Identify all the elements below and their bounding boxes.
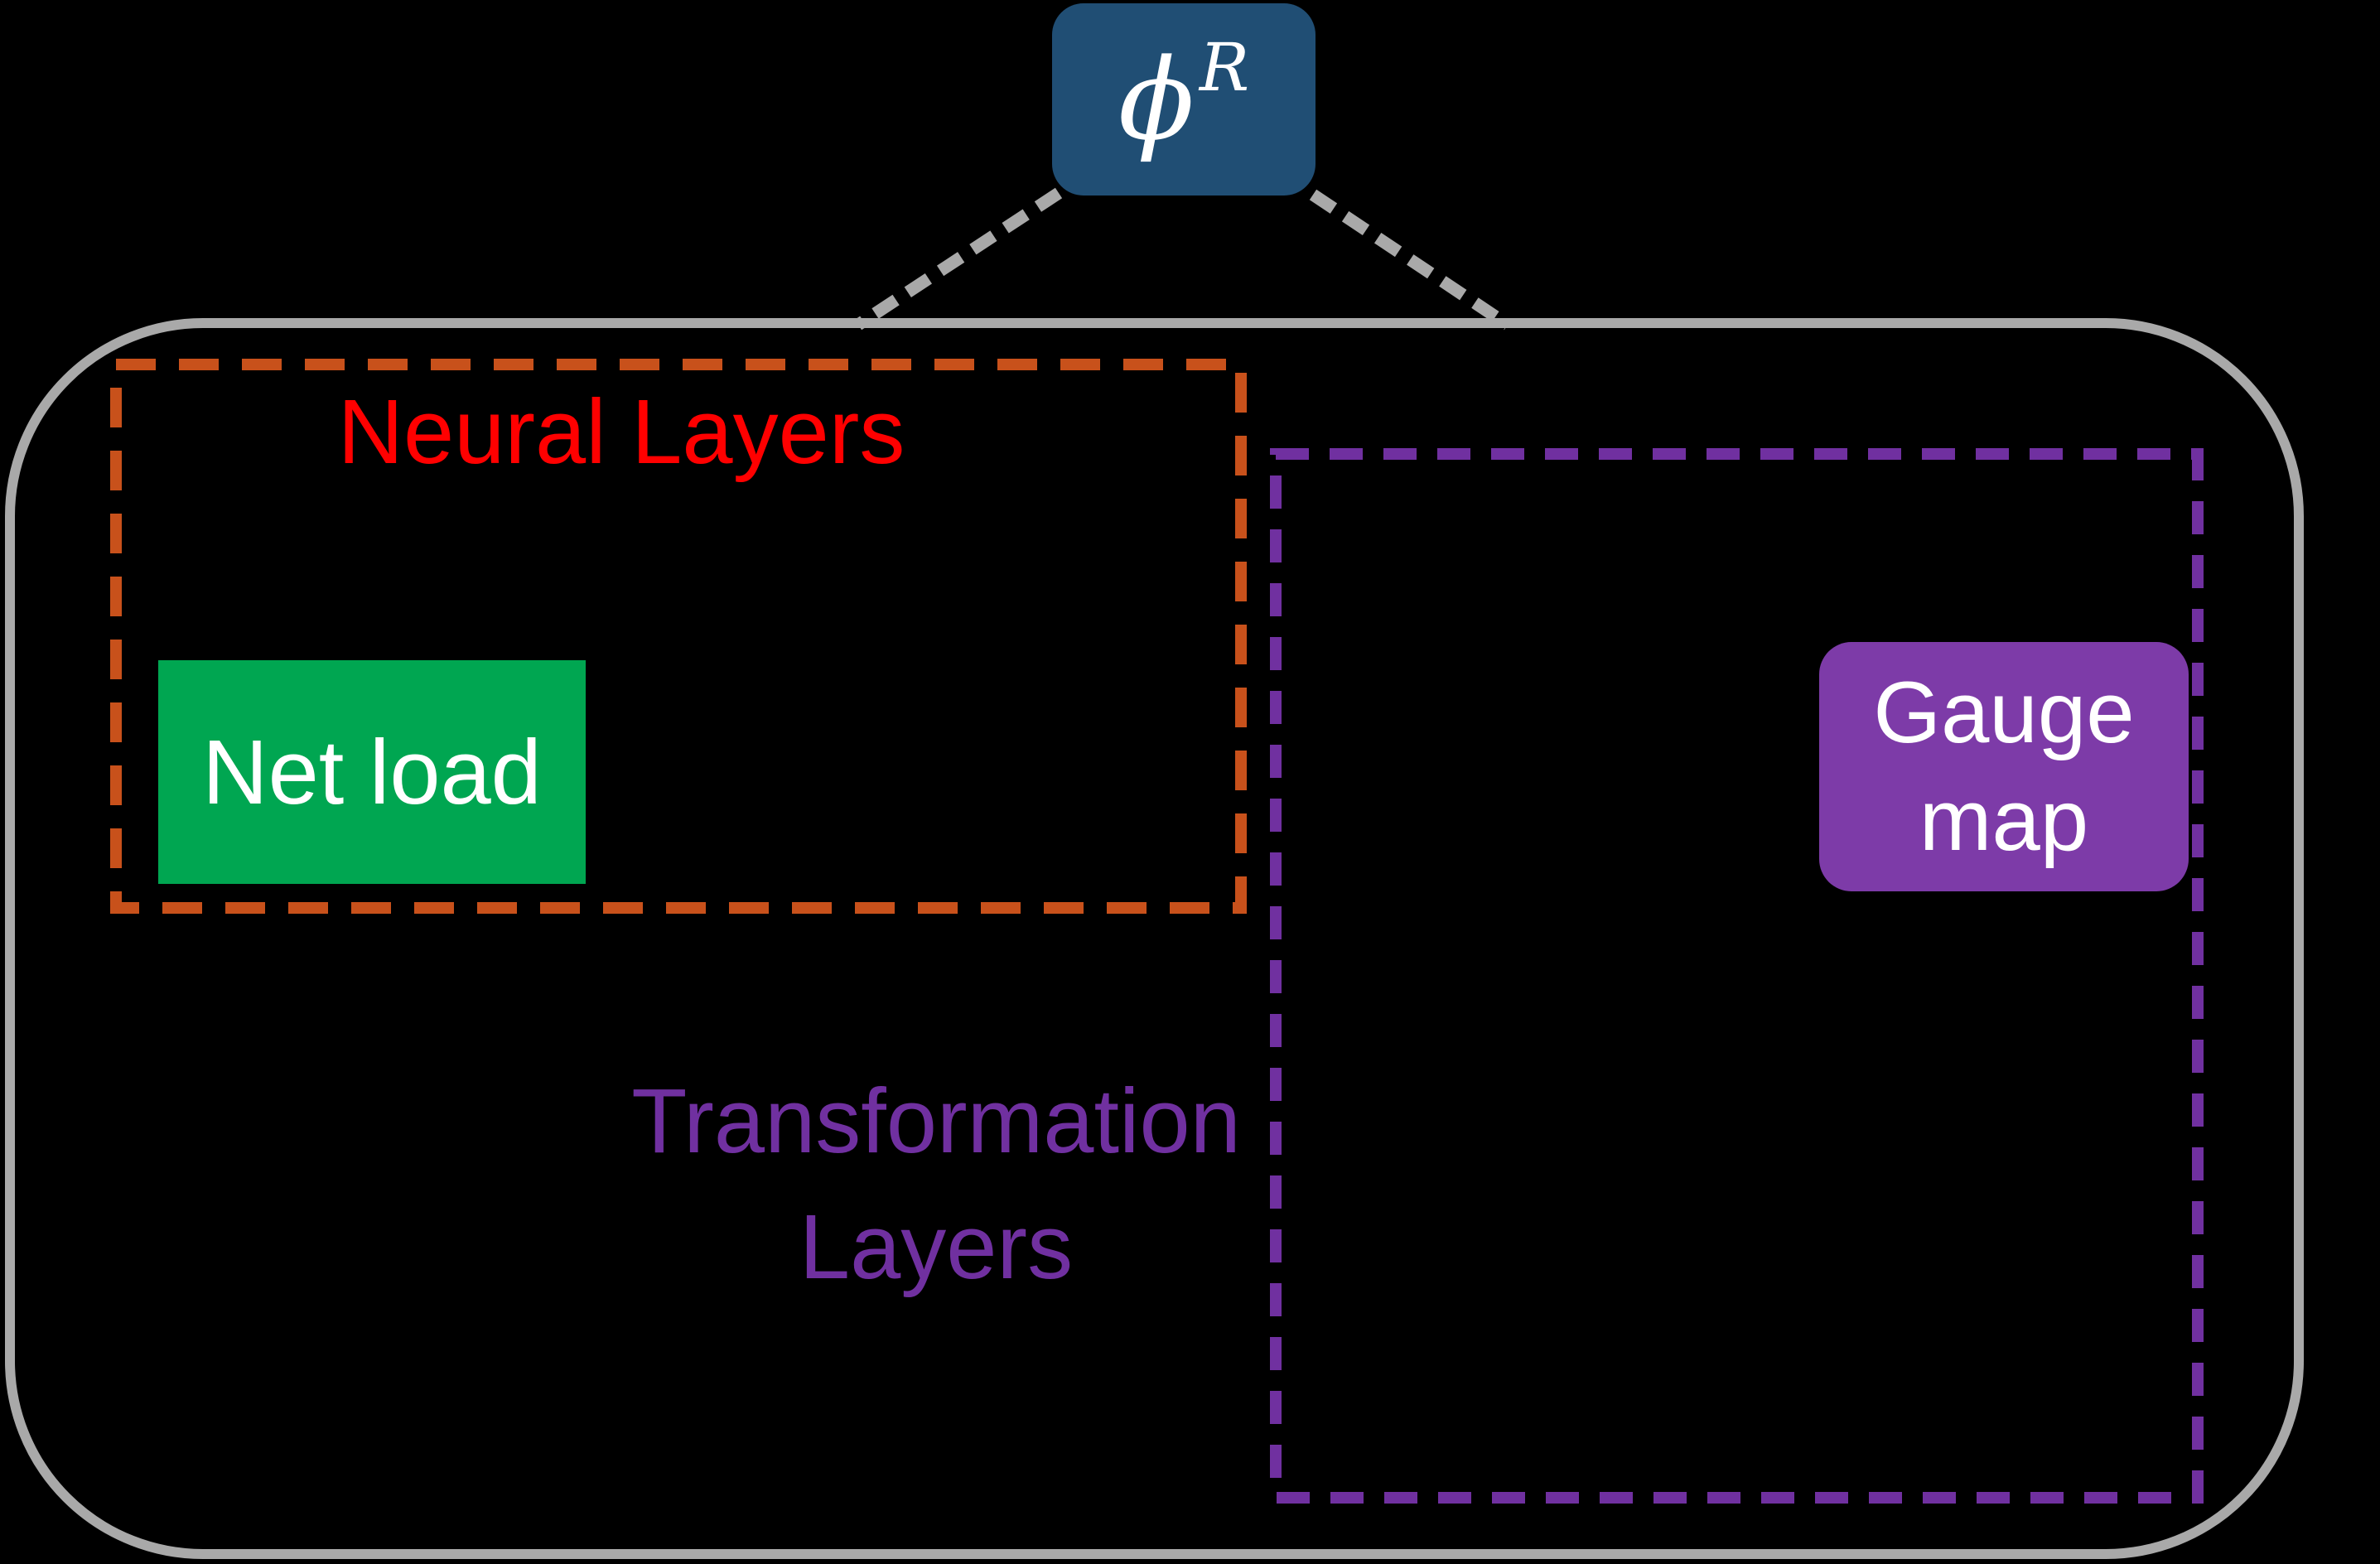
phi-symbol-group: ϕ R (1118, 34, 1249, 165)
gauge-map-label-line1: Gauge (1873, 664, 2135, 761)
transformation-layers-label-line1: Transformation (631, 1070, 1241, 1172)
phi-root-node: ϕ R (1052, 3, 1316, 196)
gauge-map-label-line2: map (1919, 771, 2089, 869)
phi-superscript-r: R (1199, 29, 1250, 106)
connector-left-dashed-line (854, 187, 1063, 331)
net-load-node: Net load (158, 660, 586, 884)
neural-layers-label: Neural Layers (337, 381, 905, 483)
transformation-layers-label: Transformation Layers (439, 1059, 1433, 1311)
connector-right-dashed-line (1309, 189, 1512, 331)
transformation-layers-dashed-region (1270, 448, 2204, 1504)
phi-symbol: ϕ (1118, 34, 1195, 165)
transformation-layers-label-line2: Layers (799, 1196, 1074, 1298)
neural-layers-dashed-region (110, 359, 1247, 914)
net-load-label: Net load (202, 721, 542, 823)
outer-container-outline (5, 318, 2304, 1559)
gauge-map-node: Gauge map (1819, 642, 2189, 891)
